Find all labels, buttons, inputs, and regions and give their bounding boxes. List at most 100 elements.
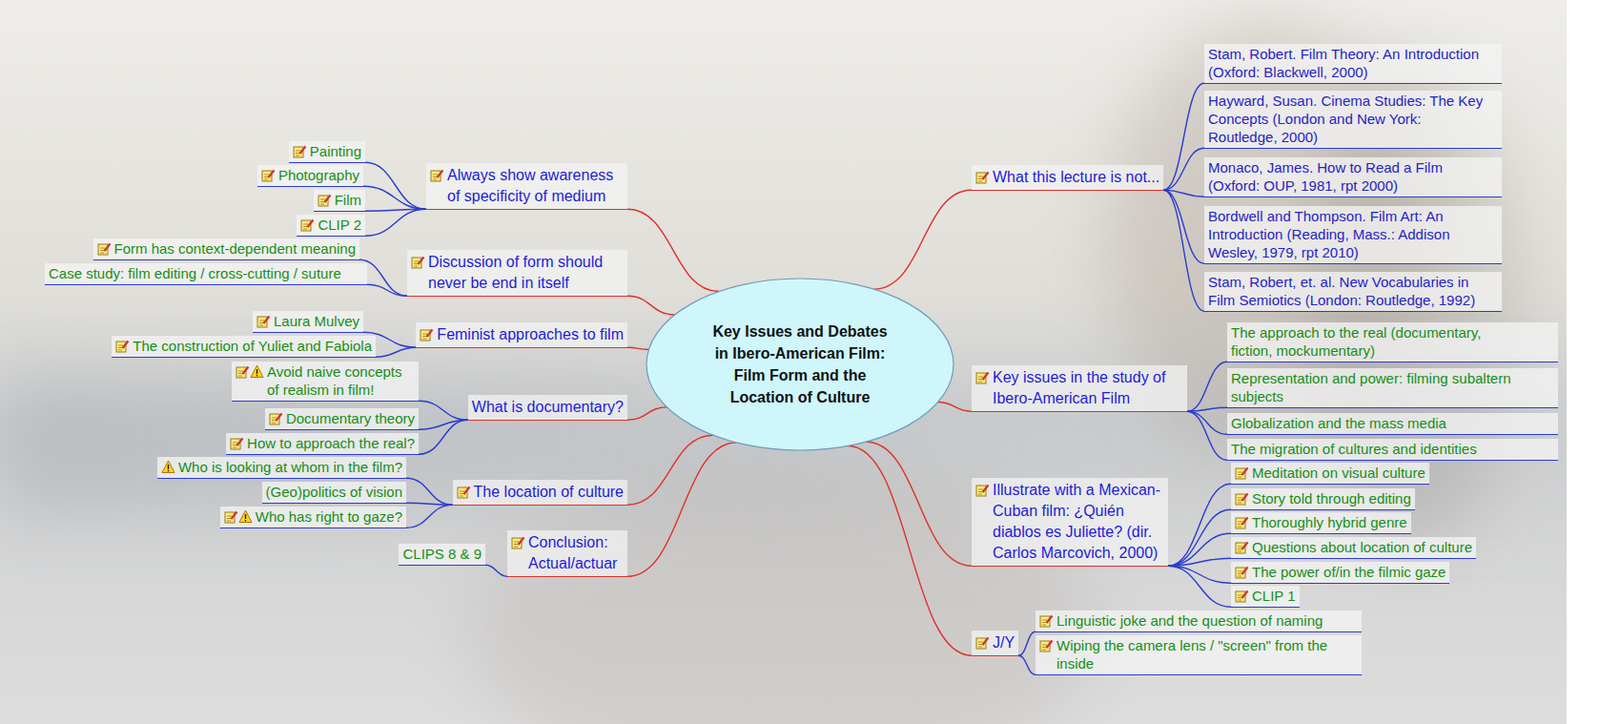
subtopic-box: Linguistic joke and the question of nami… bbox=[1035, 610, 1362, 633]
node-text: Stam, Robert, et. al. New Vocabularies i… bbox=[1208, 272, 1495, 309]
node-text: Photography bbox=[278, 165, 360, 185]
subtopic-box: Monaco, James. How to Read a Film (Oxfor… bbox=[1204, 157, 1502, 198]
note-icon bbox=[1234, 491, 1250, 506]
note-icon bbox=[229, 435, 245, 451]
note-pencil bbox=[1242, 591, 1249, 599]
icon-group bbox=[224, 509, 253, 524]
note-icon bbox=[419, 327, 434, 342]
note-pencil bbox=[427, 329, 433, 338]
note-pencil bbox=[437, 170, 444, 179]
node-text: Hayward, Susan. Cinema Studies: The Key … bbox=[1208, 91, 1495, 146]
warning-triangle bbox=[162, 460, 175, 473]
node-text: CLIP 1 bbox=[1251, 586, 1296, 605]
node-text: Story told through editing bbox=[1251, 489, 1412, 508]
node-text: Feminist approaches to film bbox=[436, 324, 624, 346]
subtopic-box: Painting bbox=[288, 141, 366, 164]
note-pencil bbox=[518, 537, 525, 546]
icon-group bbox=[511, 534, 526, 550]
node-text: Wiping the camera lens / "screen" from t… bbox=[1056, 635, 1334, 673]
icon-group bbox=[97, 241, 112, 256]
node-text: Meditation on visual culture bbox=[1251, 463, 1426, 482]
sub-branch-connector bbox=[365, 208, 427, 236]
node-text: Always show awareness of specificity of … bbox=[447, 164, 624, 207]
subtopic-box: CLIP 2 bbox=[296, 214, 366, 237]
sub-branch-connector bbox=[1187, 410, 1228, 434]
sub-branch-connector bbox=[367, 284, 408, 296]
subtopic-box: Wiping the camera lens / "screen" from t… bbox=[1035, 635, 1362, 676]
node-text: Stam, Robert. Film Theory: An Introducti… bbox=[1208, 44, 1495, 82]
note-pencil bbox=[263, 316, 269, 325]
subtopic-box: Thoroughly hybrid genre bbox=[1230, 512, 1412, 534]
subtopic-box: Film bbox=[313, 189, 366, 212]
node-text: CLIPS 8 & 9 bbox=[402, 544, 482, 563]
note-icon bbox=[97, 241, 112, 256]
note-pencil bbox=[1046, 615, 1053, 624]
main-branch-connector bbox=[627, 208, 719, 291]
node-text: The power of/in the filmic gaze bbox=[1251, 562, 1446, 581]
icon-group bbox=[419, 327, 434, 342]
icon-group bbox=[975, 369, 990, 385]
sub-branch-connector bbox=[1187, 407, 1228, 411]
subtopic-box: Globalization and the mass media bbox=[1227, 412, 1559, 435]
main-topic-box: Key issues in the study of Ibero-America… bbox=[971, 365, 1188, 412]
warning-bar bbox=[245, 513, 247, 519]
subtopic-box: Representation and power: filming subalt… bbox=[1227, 368, 1559, 409]
node-text: Globalization and the mass media bbox=[1230, 413, 1447, 432]
node-text: Form has context-dependent meaning bbox=[114, 239, 356, 258]
note-pencil bbox=[275, 413, 282, 422]
note-pencil bbox=[307, 220, 314, 228]
sub-branch-connector bbox=[406, 504, 453, 528]
icon-group bbox=[1234, 514, 1250, 530]
note-pencil bbox=[103, 244, 110, 252]
icon-group bbox=[456, 484, 472, 499]
node-text: CLIP 2 bbox=[317, 215, 362, 234]
note-icon bbox=[317, 192, 332, 207]
node-text: Representation and power: filming subalt… bbox=[1230, 369, 1518, 406]
icon-group bbox=[161, 459, 176, 474]
subtopic-box: Stam, Robert. Film Theory: An Introducti… bbox=[1204, 43, 1502, 84]
icon-group bbox=[1234, 588, 1250, 603]
warning-icon bbox=[249, 364, 265, 379]
note-icon bbox=[1234, 514, 1250, 530]
icon-group bbox=[317, 192, 332, 207]
icon-group bbox=[430, 167, 445, 183]
note-icon bbox=[511, 534, 526, 550]
warning-icon bbox=[238, 509, 253, 524]
sub-branch-connector bbox=[406, 477, 453, 505]
note-icon bbox=[292, 143, 308, 159]
note-icon bbox=[1234, 465, 1250, 480]
note-pencil bbox=[243, 367, 249, 375]
sub-branch-connector bbox=[1168, 509, 1231, 566]
icon-group bbox=[975, 169, 990, 185]
main-branch-connector bbox=[627, 407, 667, 420]
sub-branch-connector bbox=[406, 502, 453, 505]
note-icon bbox=[975, 482, 990, 497]
icon-group bbox=[975, 482, 990, 497]
note-icon bbox=[456, 484, 472, 499]
subtopic-box: Questions about location of culture bbox=[1230, 536, 1477, 559]
main-topic-box: Discussion of form should never be end i… bbox=[407, 249, 628, 297]
node-text: Case study: film editing / cross-cutting… bbox=[48, 264, 364, 283]
warning-triangle bbox=[250, 365, 264, 378]
node-text: Discussion of form should never be end i… bbox=[428, 251, 624, 294]
node-text: Illustrate with a Mexican-Cuban film: ¿Q… bbox=[992, 479, 1165, 564]
node-text: The construction of Yuliet and Fabiola bbox=[132, 336, 372, 355]
central-topic-text-block: Key Issues and Debates in Ibero-American… bbox=[709, 320, 891, 409]
node-text: Laura Mulvey bbox=[273, 311, 360, 330]
node-text: Film bbox=[334, 190, 362, 209]
subtopic-box: Story told through editing bbox=[1230, 488, 1416, 511]
icon-group bbox=[235, 364, 265, 379]
icon-group bbox=[256, 313, 271, 329]
node-text: Key issues in the study of Ibero-America… bbox=[992, 367, 1184, 410]
note-pencil bbox=[324, 195, 330, 204]
subtopic-box: The migration of cultures and identities bbox=[1227, 438, 1559, 461]
warning-dot bbox=[167, 470, 169, 472]
subtopic-box: How to approach the real? bbox=[225, 432, 419, 455]
node-text: How to approach the real? bbox=[246, 433, 415, 452]
sub-branch-connector bbox=[1018, 631, 1036, 656]
ellipse-outline bbox=[645, 277, 955, 452]
sub-branch-connector bbox=[1018, 655, 1036, 675]
sub-branch-connector bbox=[1163, 82, 1205, 190]
icon-group bbox=[115, 338, 130, 353]
subtopic-box: Avoid naive concepts of realism in film! bbox=[231, 361, 419, 402]
